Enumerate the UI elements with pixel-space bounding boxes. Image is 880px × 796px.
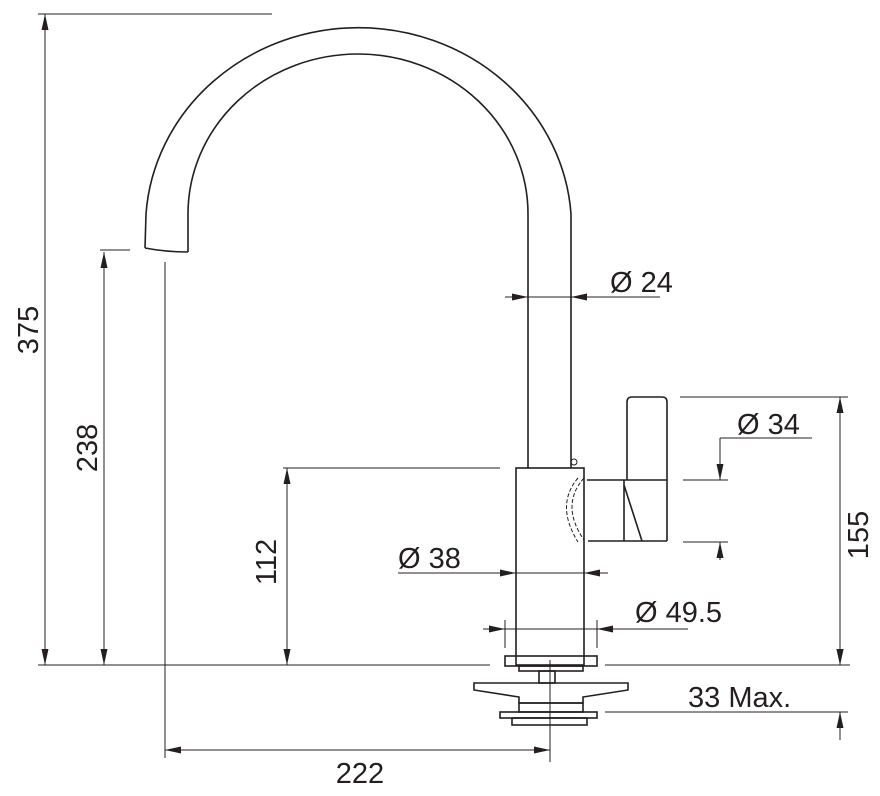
label-d49: Ø 49.5 (635, 597, 722, 629)
handle-block (587, 479, 667, 542)
label-112: 112 (251, 539, 283, 585)
spout-inner (187, 53, 529, 468)
label-d38: Ø 38 (398, 543, 461, 575)
label-238: 238 (72, 424, 104, 472)
label-155: 155 (843, 511, 875, 559)
dimension-labels: 375 238 112 155 222 Ø 24 Ø 34 Ø 38 Ø 49.… (13, 267, 875, 790)
faucet-outline (144, 26, 668, 740)
aerator-pin (570, 458, 578, 466)
handle-cartridge (571, 477, 585, 541)
label-d24: Ø 24 (610, 267, 673, 299)
handle-lever (626, 396, 668, 541)
faucet-body (515, 467, 585, 666)
label-222: 222 (336, 758, 384, 790)
dimension-lines (41, 14, 844, 754)
label-d34: Ø 34 (737, 409, 800, 441)
spout-outer (144, 26, 572, 468)
label-375: 375 (13, 306, 45, 354)
extension-lines (38, 13, 850, 762)
mounting-base (473, 655, 629, 740)
label-33max: 33 Max. (688, 682, 791, 714)
spout-tip (144, 247, 189, 253)
